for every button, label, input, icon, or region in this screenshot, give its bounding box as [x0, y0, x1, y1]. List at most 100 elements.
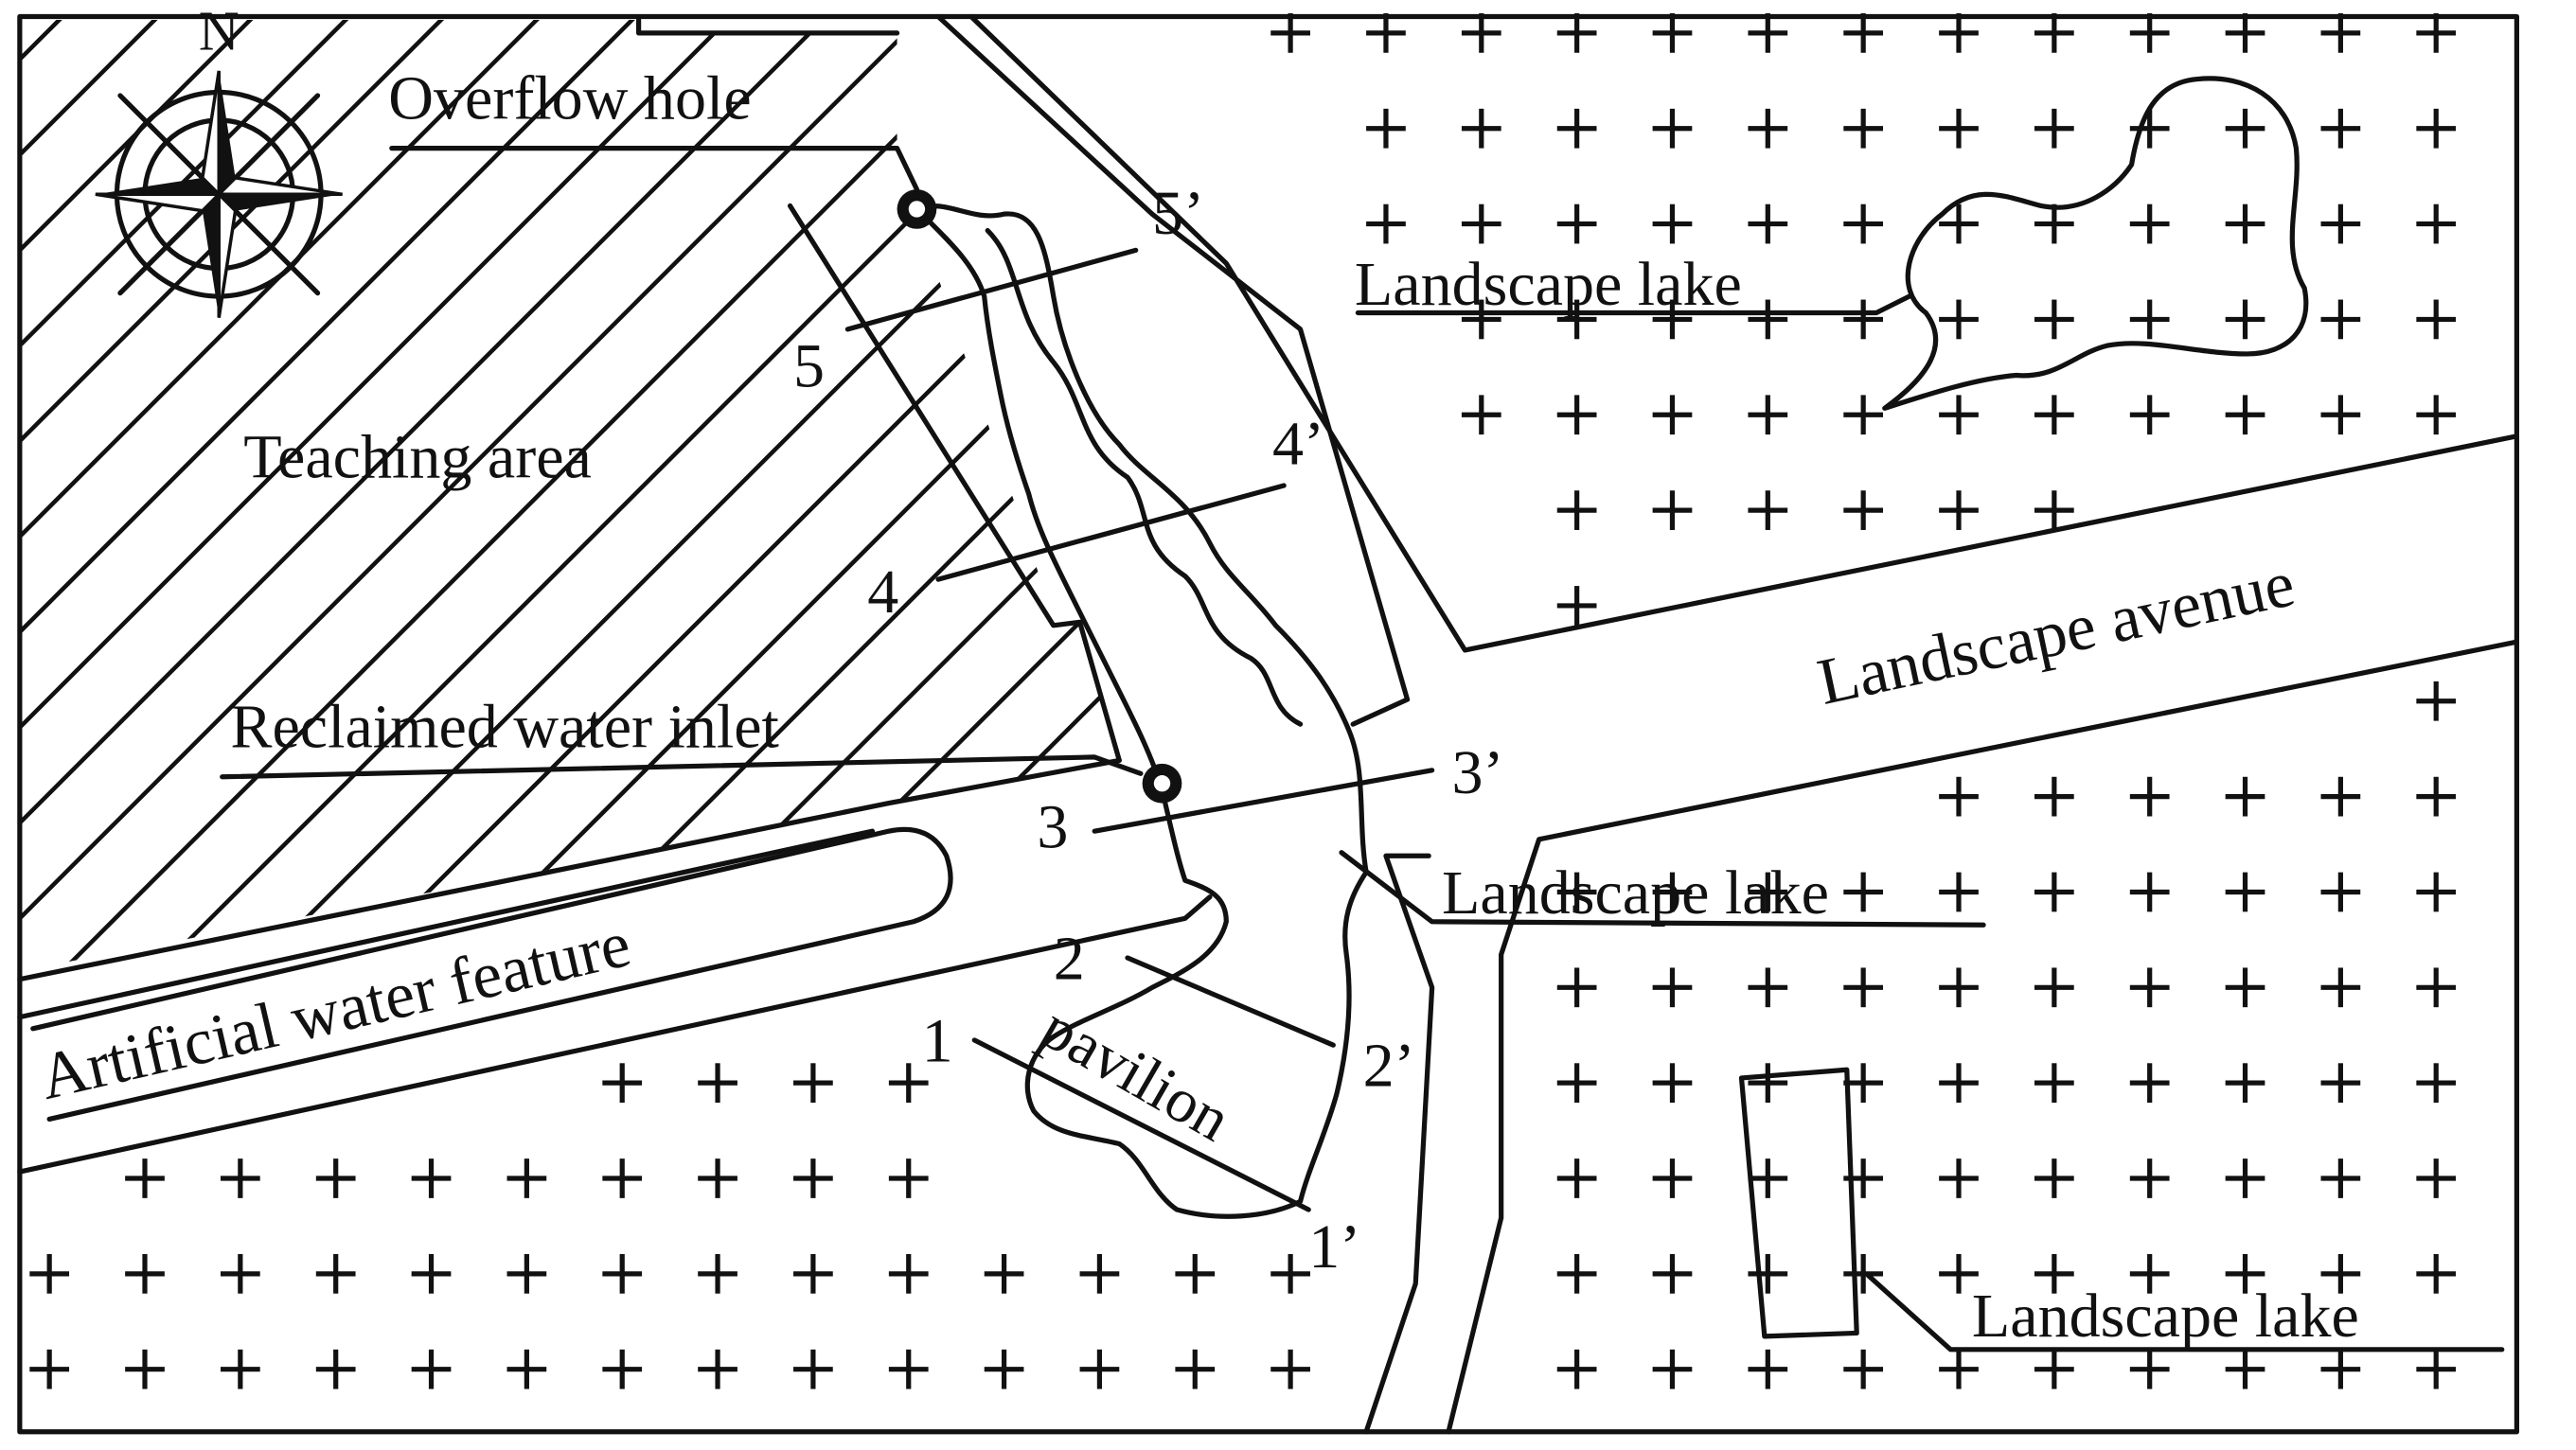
plus-mark [793, 1349, 833, 1389]
plus-mark [411, 1349, 452, 1389]
plus-mark [1556, 1158, 1597, 1198]
plus-mark [1556, 1349, 1597, 1389]
landscape-lake-north-label: Landscape lake [1355, 250, 1742, 319]
section-1-start-label: 1 [922, 1007, 953, 1076]
plus-mark [698, 1158, 737, 1198]
plus-mark [1366, 203, 1406, 244]
plus-mark [506, 1253, 547, 1294]
plus-mark [1843, 395, 1884, 435]
plus-mark [411, 1158, 452, 1198]
teaching-area-boundary [635, 17, 1122, 763]
plus-mark [1652, 108, 1693, 149]
section-3-start-label: 3 [1037, 793, 1068, 862]
plus-mark [1366, 108, 1406, 149]
plus-mark [1652, 299, 1693, 340]
plus-mark [315, 1349, 356, 1389]
plus-mark [1843, 108, 1884, 149]
plus-mark [2129, 776, 2170, 817]
plus-mark [2320, 108, 2361, 149]
leader-lines [220, 145, 2505, 1353]
plus-mark [1652, 203, 1693, 244]
plus-mark [2129, 13, 2170, 53]
plus-mark [2129, 1063, 2170, 1104]
section-1-end-label: 1’ [1308, 1212, 1360, 1282]
section-line-3 [1092, 768, 1435, 834]
plus-mark [602, 1158, 643, 1198]
plus-mark [1652, 13, 1693, 53]
plus-mark [2225, 1158, 2265, 1198]
plus-mark [888, 1063, 929, 1104]
plus-mark [315, 1253, 356, 1294]
plus-mark [1843, 203, 1884, 244]
section-line-2 [1125, 955, 1336, 1048]
plus-mark [1748, 1158, 1788, 1198]
plus-mark [1939, 872, 1979, 912]
plus-mark [2129, 203, 2170, 244]
plus-mark [1939, 108, 1979, 149]
plus-mark [888, 1253, 929, 1294]
landscape-avenue-south-edge [1446, 639, 2520, 1435]
plus-mark [1556, 967, 1597, 1008]
plus-mark [2129, 872, 2170, 912]
plus-mark [2320, 1063, 2361, 1104]
plus-mark [1175, 1253, 1216, 1294]
plus-mark [2225, 776, 2265, 817]
plus-mark [698, 1253, 737, 1294]
plus-mark [1079, 1349, 1120, 1389]
plus-mark [2034, 1063, 2074, 1104]
landscape-lake-north-leader [1355, 293, 1912, 316]
plus-mark [1843, 1253, 1884, 1294]
plus-mark [2320, 299, 2361, 340]
plus-mark [2225, 395, 2265, 435]
plus-mark [2416, 776, 2457, 817]
plus-mark [2034, 1158, 2074, 1198]
plus-mark [2225, 13, 2265, 53]
water-feature-strip-north [17, 757, 1122, 982]
plus-mark [1843, 1349, 1884, 1389]
landscape-lake-north-shape [1882, 76, 2309, 411]
plus-mark [1748, 1253, 1788, 1294]
artificial-water-feature-label: Artificial water feature [33, 908, 637, 1114]
plus-mark [2034, 776, 2074, 817]
plus-mark [1652, 1063, 1693, 1104]
plus-mark [125, 1253, 165, 1294]
plus-mark [2225, 872, 2265, 912]
plus-mark [2225, 203, 2265, 244]
plus-mark [1748, 203, 1788, 244]
plus-mark [1748, 967, 1788, 1008]
plus-mark [2034, 395, 2074, 435]
plus-mark [2034, 1349, 2074, 1389]
plus-mark [2034, 13, 2074, 53]
plus-mark [220, 1349, 260, 1389]
landscape-lake-south-label: Landscape lake [1972, 1282, 2359, 1351]
plus-mark [793, 1253, 833, 1294]
plus-mark [1461, 395, 1501, 435]
plus-mark [2416, 108, 2457, 149]
plus-mark [1843, 1063, 1884, 1104]
plus-mark [602, 1253, 643, 1294]
plus-mark [793, 1158, 833, 1198]
plus-mark [1461, 299, 1501, 340]
reclaimed-water-inlet-icon [1142, 763, 1182, 804]
plus-mark [1556, 586, 1597, 626]
plus-mark [2129, 1349, 2170, 1389]
section-5-start-label: 5 [793, 332, 825, 401]
plus-mark [2416, 681, 2457, 721]
plus-mark [1556, 299, 1597, 340]
landscape-lake-south-shape [1738, 1067, 1859, 1339]
plus-mark [2416, 1253, 2457, 1294]
south-road-west-edge [1363, 853, 1435, 1435]
plus-mark [2320, 776, 2361, 817]
green-space-pattern [29, 13, 2457, 1389]
plus-mark [1939, 490, 1979, 530]
plus-mark [2129, 395, 2170, 435]
teaching-area-hatch [19, 19, 1120, 971]
north-arrow-icon: N [95, 0, 343, 318]
overflow-hole-leader [389, 145, 920, 192]
plus-mark [2320, 1253, 2361, 1294]
plus-mark [2320, 203, 2361, 244]
plus-mark [1556, 1253, 1597, 1294]
plus-mark [602, 1349, 643, 1389]
plus-mark [1461, 13, 1501, 53]
